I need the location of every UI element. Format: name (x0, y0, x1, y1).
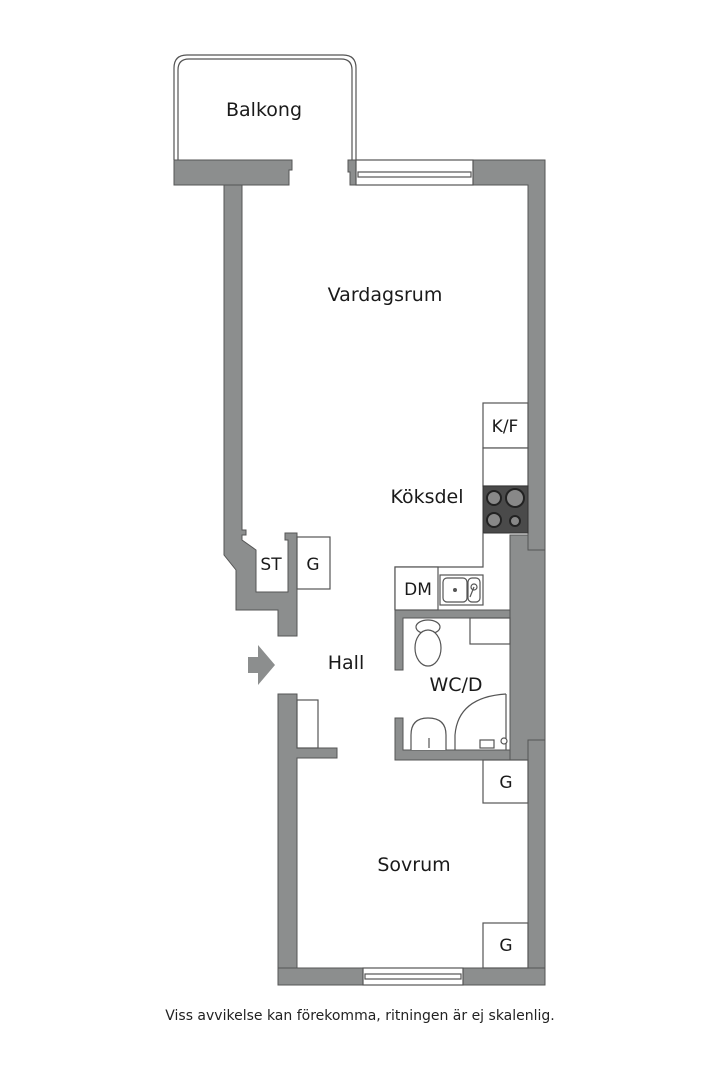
wall-kitchen-wc (394, 609, 511, 671)
room-label-hall: Hall (327, 652, 365, 674)
toilet (414, 619, 442, 667)
fixture-label-dm: DM (404, 580, 432, 600)
wall-top-left (173, 159, 293, 186)
stove (482, 485, 529, 534)
fixture-label-st: ST (260, 555, 282, 575)
sink (439, 574, 484, 606)
wall-right-bedroom (527, 739, 546, 986)
room-label-sovrum: Sovrum (377, 854, 451, 876)
disclaimer-note: Viss avvikelse kan förekomma, ritningen … (165, 1008, 555, 1024)
dishwasher (394, 566, 439, 611)
wardrobe-hall (296, 536, 331, 590)
room-label-koksdel: Köksdel (390, 486, 464, 508)
wardrobe-sovrum-bottom (482, 922, 529, 969)
fixture-label-g-sovrum-bottom: G (499, 936, 513, 956)
entrance-arrow-icon (248, 645, 275, 685)
washbasin (410, 717, 447, 750)
closet-hall-lower (296, 699, 319, 749)
wall-right-mid (509, 534, 546, 761)
room-label-balkong: Balkong (225, 99, 303, 121)
balcony-railing (173, 54, 357, 160)
room-label-vardagsrum: Vardagsrum (327, 284, 443, 306)
room-label-wc-d: WC/D (429, 674, 483, 696)
wardrobe-sovrum-top (482, 759, 529, 804)
wall-bottom (277, 967, 364, 986)
wall-wc-bottom (394, 717, 511, 761)
fixture-label-kf: K/F (491, 417, 519, 437)
washer (469, 617, 511, 645)
wall-left (223, 184, 298, 637)
shower (454, 693, 508, 750)
fixture-label-g-sovrum-top: G (499, 773, 513, 793)
fixture-label-g-hall: G (306, 555, 320, 575)
